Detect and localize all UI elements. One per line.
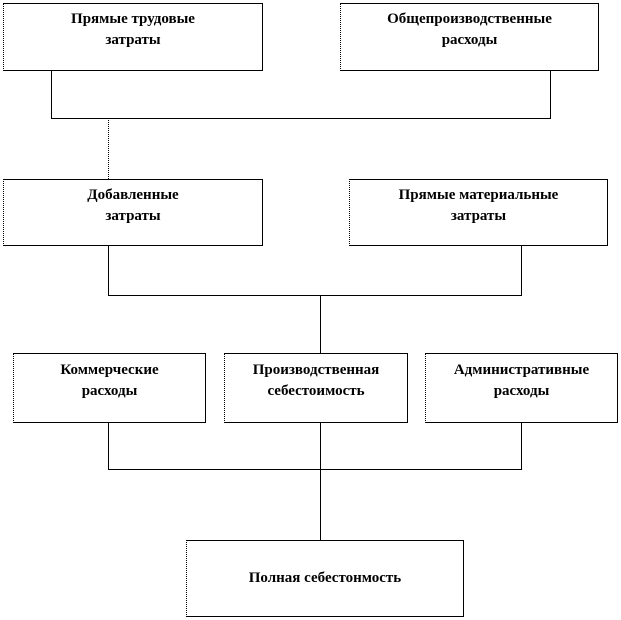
node-direct-materials: Прямые материальные затраты	[349, 179, 608, 246]
node-label: Прямые материальные затраты	[398, 186, 559, 224]
node-administrative: Административные расходы	[425, 353, 618, 423]
node-label: Производственная себестоимость	[252, 362, 380, 399]
node-added-costs: Добавленные затраты	[3, 179, 263, 246]
node-commercial: Коммерческие расходы	[13, 353, 206, 423]
connector-top	[51, 70, 551, 119]
node-label: Прямые трудовые затраты	[71, 11, 195, 48]
connector-middle	[108, 245, 522, 353]
node-label: Полная себестонмость	[248, 570, 402, 586]
connector-bottom	[108, 422, 522, 540]
node-label: Административные расходы	[453, 362, 590, 399]
node-label: Коммерческие расходы	[60, 362, 159, 399]
node-overhead: Общепроизводственные расходы	[340, 3, 599, 71]
node-production-cost: Производственная себестоимость	[224, 353, 408, 423]
node-label: Добавленные затраты	[87, 186, 179, 224]
node-label: Общепроизводственные расходы	[387, 11, 552, 48]
node-direct-labor: Прямые трудовые затраты	[3, 3, 263, 71]
node-full-cost: Полная себестонмость	[186, 540, 464, 617]
